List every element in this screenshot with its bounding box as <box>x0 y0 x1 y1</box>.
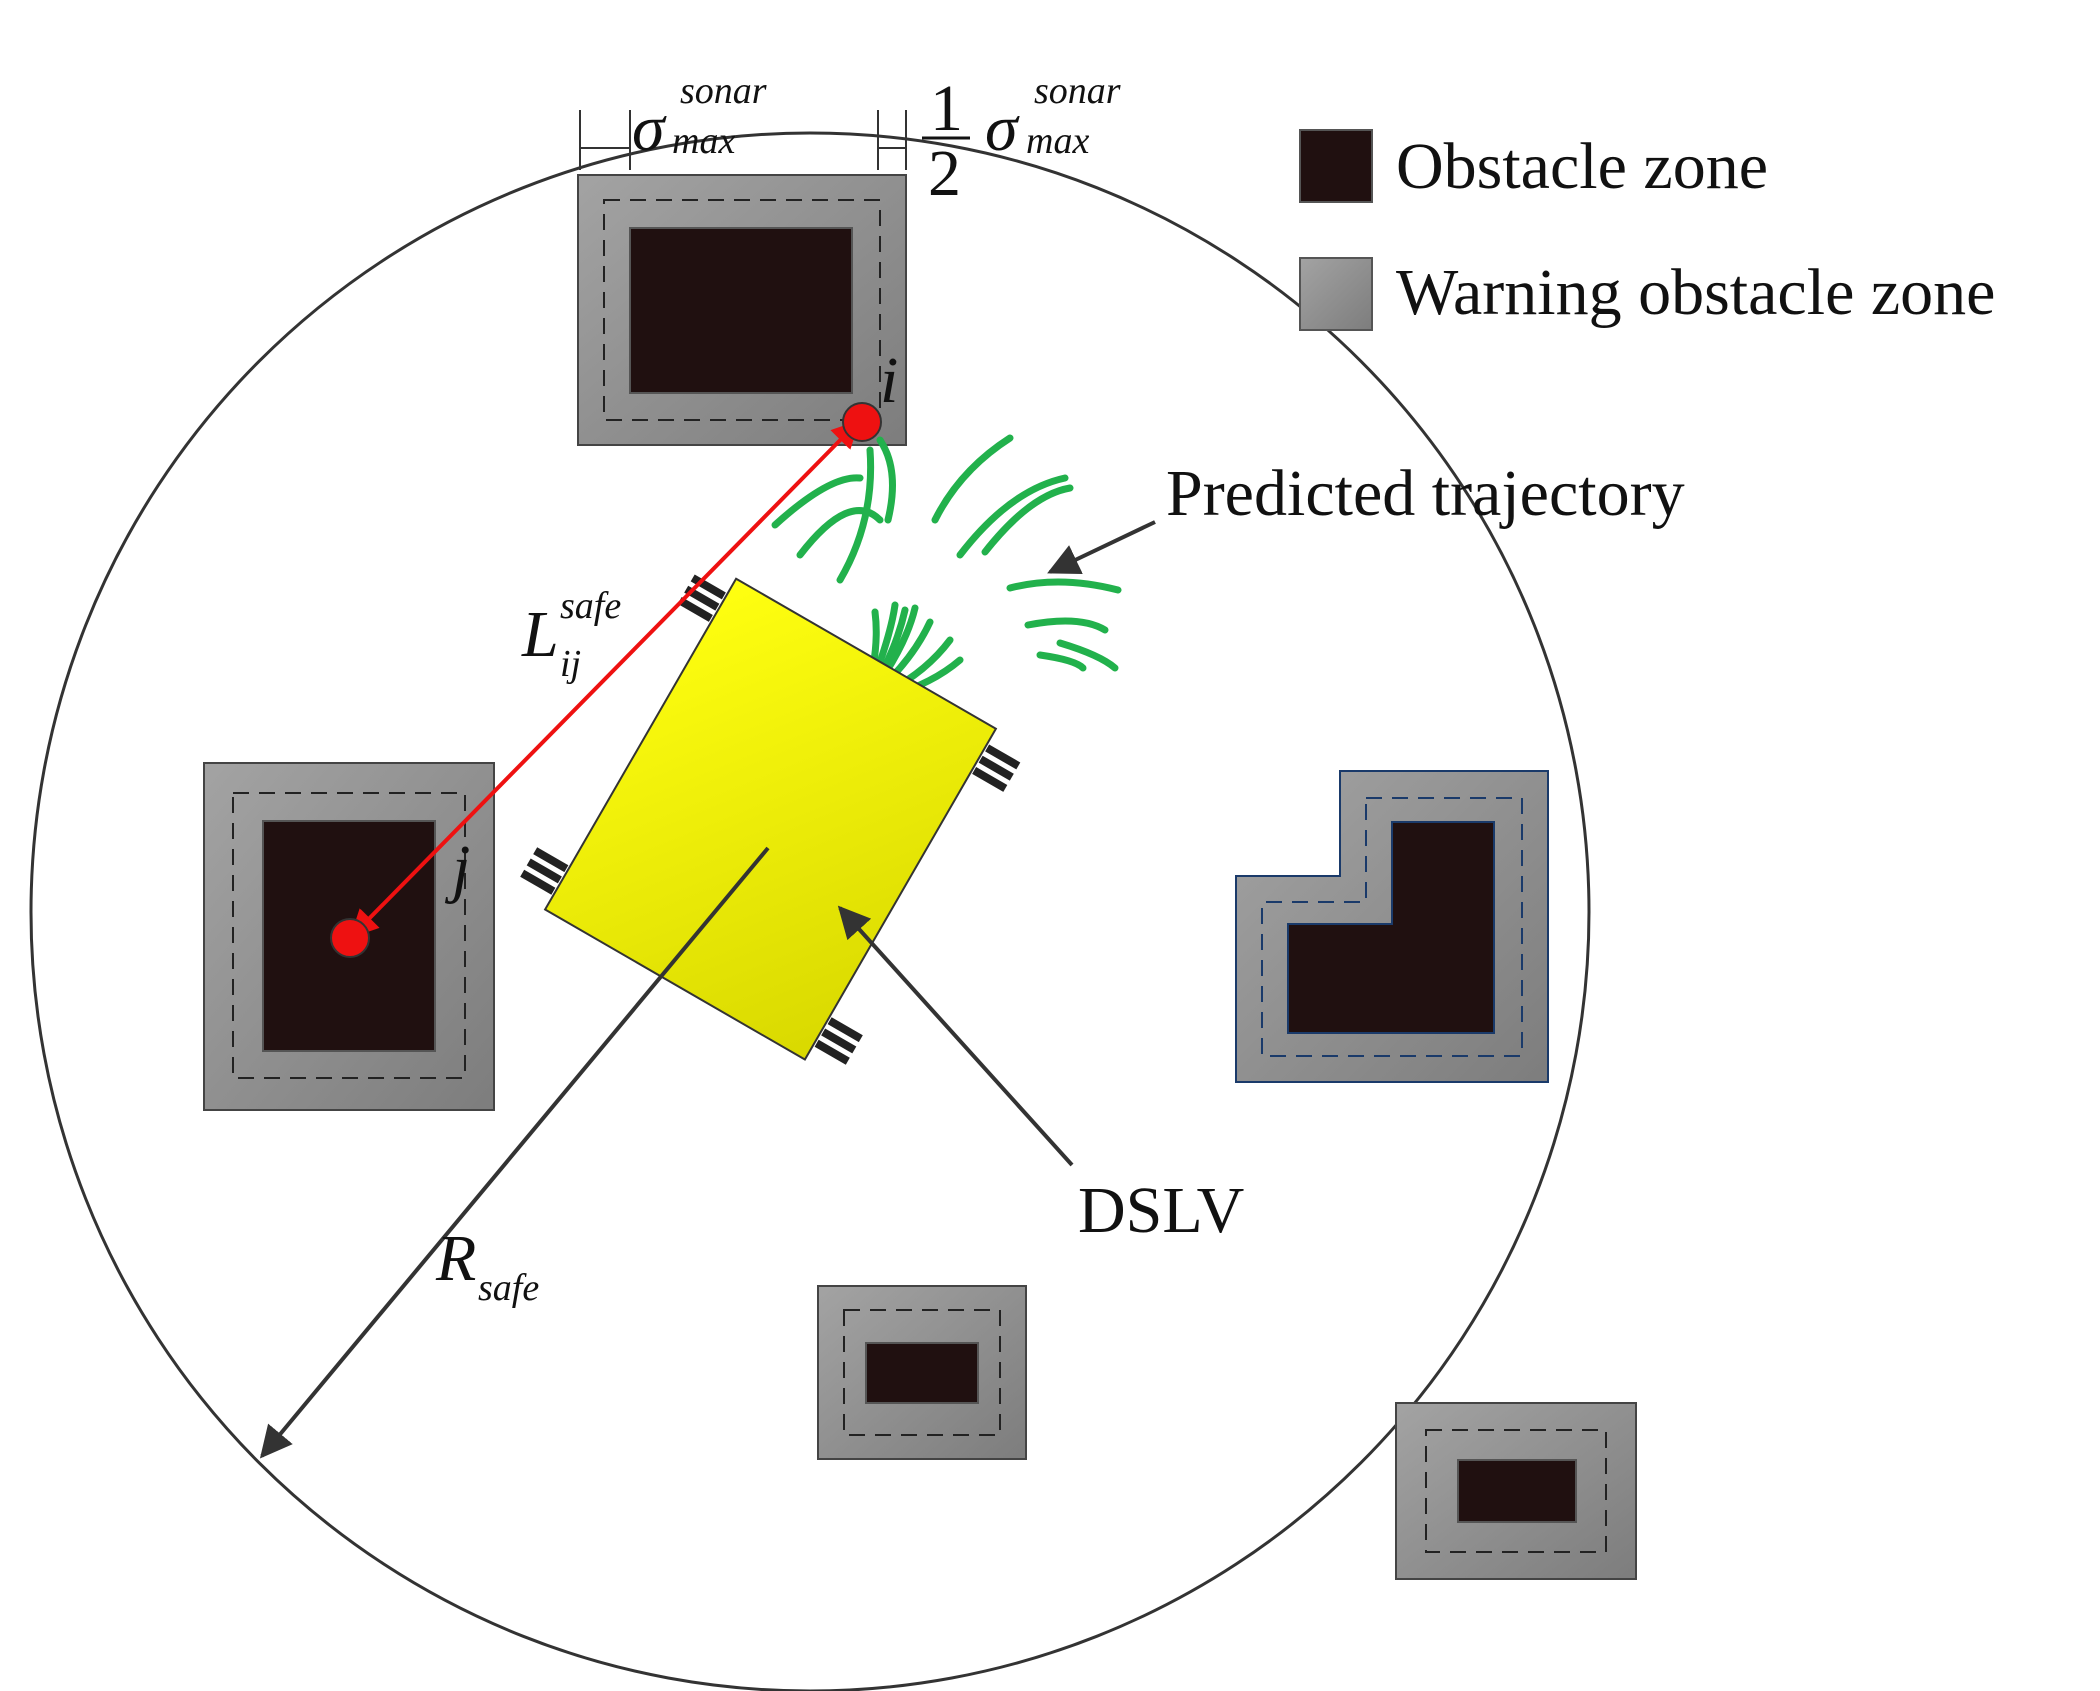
l-sub: ij <box>560 643 581 685</box>
label-vehicle: DSLV <box>1078 1174 1244 1247</box>
sigma-sub: max <box>672 120 735 162</box>
r-sub: safe <box>478 1267 539 1309</box>
half-numerator: 1 <box>930 72 963 145</box>
half-denominator: 2 <box>928 137 961 210</box>
r-main: R <box>435 1222 476 1295</box>
label-predicted-trajectory: Predicted trajectory <box>1166 457 1685 530</box>
half-sigma-sup: sonar <box>1034 70 1121 112</box>
l-main: L <box>521 598 559 671</box>
legend-obstacle-swatch <box>1299 129 1373 203</box>
sigma-symbol: σ <box>632 92 667 165</box>
dimension-marks <box>579 110 907 170</box>
trajectory-pointer <box>1047 520 1156 575</box>
vehicle-pointer <box>837 905 1074 1167</box>
point-j <box>330 918 370 958</box>
obstacle-small-bottom <box>817 1285 1027 1460</box>
half-sigma-symbol: σ <box>985 92 1020 165</box>
label-i: i <box>880 344 898 417</box>
radius-arrow <box>259 846 770 1459</box>
sigma-sup: sonar <box>680 70 767 112</box>
legend-warning-swatch <box>1299 257 1373 331</box>
obstacle-outside <box>1395 1402 1637 1580</box>
legend-warning-label: Warning obstacle zone <box>1396 256 1995 329</box>
safety-radius-circle <box>29 131 1591 1691</box>
half-sigma-sub: max <box>1026 120 1089 162</box>
point-i <box>842 402 882 442</box>
safe-distance-line <box>350 420 860 938</box>
obstacle-l-shape <box>1235 770 1549 1083</box>
legend-obstacle-label: Obstacle zone <box>1396 130 1768 203</box>
l-sup: safe <box>560 585 621 627</box>
